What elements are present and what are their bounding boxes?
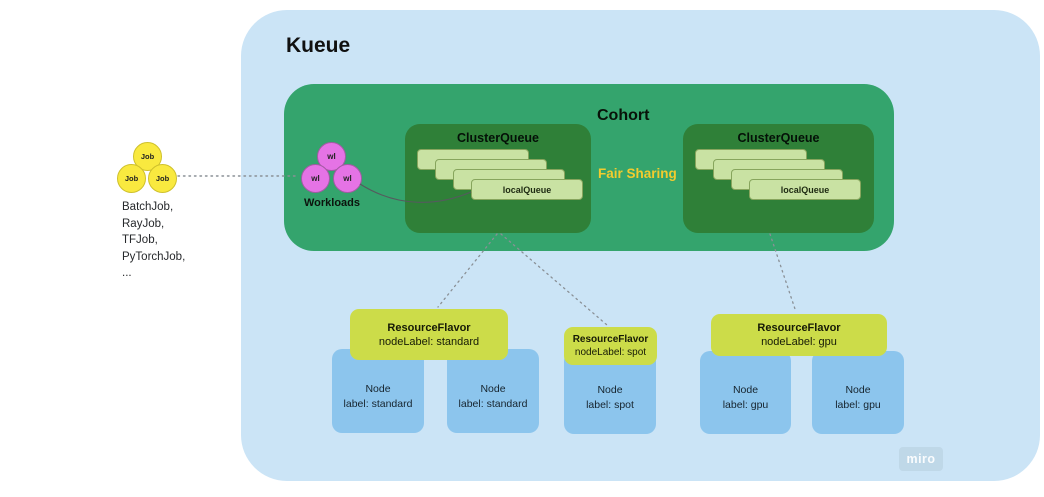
node-gpu-2: Node label: gpu [812, 351, 904, 434]
workload-circle: wl [333, 164, 362, 193]
fair-sharing-label: Fair Sharing [598, 166, 677, 181]
resource-flavor-standard: ResourceFlavor nodeLabel: standard [350, 309, 508, 360]
job-circle: Job [148, 164, 177, 193]
node-label: label: standard [343, 397, 413, 410]
cluster-queue-left: ClusterQueue localQueue [405, 124, 591, 233]
node-label: label: spot [586, 399, 634, 411]
workloads-label: Workloads [303, 197, 361, 209]
miro-watermark: miro [899, 447, 943, 471]
kueue-title: Kueue [286, 34, 351, 57]
local-queue-card-front: localQueue [471, 179, 583, 200]
node-name: Node [597, 384, 623, 396]
node-name: Node [365, 382, 391, 395]
node-name: Node [845, 384, 871, 396]
node-label: label: gpu [722, 399, 769, 411]
resource-flavor-title: ResourceFlavor [572, 334, 649, 345]
node-standard-2: Node label: standard [447, 349, 539, 433]
resource-flavor-gpu: ResourceFlavor nodeLabel: gpu [711, 314, 887, 356]
node-label: label: gpu [835, 399, 881, 411]
node-label: label: standard [458, 397, 528, 410]
node-gpu-1: Node label: gpu [700, 351, 791, 434]
resource-flavor-node-label: nodeLabel: gpu [761, 336, 837, 348]
node-name: Node [480, 382, 506, 395]
node-name: Node [732, 384, 759, 396]
local-queue-card-front: localQueue [749, 179, 861, 200]
resource-flavor-title: ResourceFlavor [387, 321, 471, 334]
job-types-list: BatchJob, RayJob, TFJob, PyTorchJob, ... [122, 201, 186, 279]
resource-flavor-spot: ResourceFlavor nodeLabel: spot [564, 327, 657, 365]
resource-flavor-node-label: nodeLabel: standard [378, 335, 480, 348]
node-standard-1: Node label: standard [332, 349, 424, 433]
workload-circle: wl [301, 164, 330, 193]
cohort-title: Cohort [597, 107, 650, 124]
cluster-queue-left-title: ClusterQueue [457, 131, 539, 145]
resource-flavor-node-label: nodeLabel: spot [574, 347, 647, 358]
job-circle: Job [117, 164, 146, 193]
cluster-queue-right: ClusterQueue localQueue [683, 124, 874, 233]
cluster-queue-right-title: ClusterQueue [737, 131, 820, 145]
resource-flavor-title: ResourceFlavor [757, 322, 841, 334]
